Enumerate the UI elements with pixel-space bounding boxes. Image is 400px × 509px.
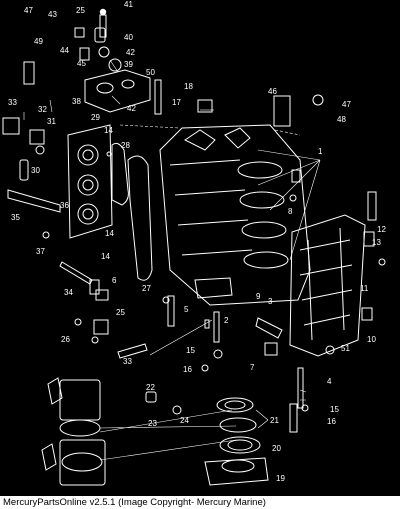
cylinder-block — [159, 124, 311, 306]
callout-50: 50 — [146, 68, 155, 77]
callout-38: 38 — [72, 97, 81, 106]
callout-45: 45 — [77, 59, 86, 68]
callout-33: 33 — [123, 357, 132, 366]
lower-bearing-assembly — [59, 379, 269, 486]
callout-30: 30 — [31, 166, 40, 175]
copyright-footer: MercuryPartsOnline v2.5.1 (Image Copyrig… — [0, 496, 400, 509]
callout-14: 14 — [104, 126, 113, 135]
callout-39: 39 — [124, 60, 133, 69]
callout-18: 18 — [184, 82, 193, 91]
crankcase-half — [289, 214, 366, 357]
leader-lines — [23, 59, 321, 461]
callout-4: 4 — [327, 377, 332, 386]
callout-24: 24 — [180, 416, 189, 425]
callout-43: 43 — [48, 10, 57, 19]
callout-1: 1 — [318, 147, 323, 156]
callout-15: 15 — [186, 346, 195, 355]
callout-17: 17 — [172, 98, 181, 107]
callout-23: 23 — [148, 419, 157, 428]
callout-42: 42 — [126, 48, 135, 57]
callout-14: 14 — [105, 229, 114, 238]
callout-3: 3 — [268, 297, 273, 306]
crankcase-cover-assembly — [74, 8, 151, 113]
callout-47: 47 — [24, 6, 33, 15]
callout-12: 12 — [377, 225, 386, 234]
callout-33: 33 — [8, 98, 17, 107]
callout-37: 37 — [36, 247, 45, 256]
callout-28: 28 — [121, 141, 130, 150]
callout-labels: 47 43 25 41 49 40 44 42 45 39 50 42 38 1… — [8, 0, 386, 483]
callout-47: 47 — [342, 100, 351, 109]
callout-44: 44 — [60, 46, 69, 55]
callout-15: 15 — [330, 405, 339, 414]
callout-48: 48 — [337, 115, 346, 124]
callout-16: 16 — [327, 417, 336, 426]
callout-5: 5 — [184, 305, 189, 314]
callout-41: 41 — [124, 0, 133, 9]
callout-34: 34 — [64, 288, 73, 297]
callout-26: 26 — [61, 335, 70, 344]
callout-20: 20 — [272, 444, 281, 453]
callout-7: 7 — [250, 363, 255, 372]
gasket-28 — [111, 142, 129, 206]
callout-11: 11 — [360, 284, 369, 293]
callout-27: 27 — [142, 284, 151, 293]
callout-29: 29 — [91, 113, 100, 122]
callout-14: 14 — [101, 252, 110, 261]
callout-25: 25 — [76, 6, 85, 15]
callout-40: 40 — [124, 33, 133, 42]
callout-51: 51 — [341, 344, 350, 353]
sealant-tubes — [41, 191, 377, 471]
callout-19: 19 — [276, 474, 285, 483]
callout-22: 22 — [146, 383, 155, 392]
callout-35: 35 — [11, 213, 20, 222]
callout-9: 9 — [256, 292, 261, 301]
callout-16: 16 — [183, 365, 192, 374]
callout-46: 46 — [268, 87, 277, 96]
callout-13: 13 — [372, 238, 381, 247]
callout-6: 6 — [112, 276, 117, 285]
callout-10: 10 — [367, 335, 376, 344]
callout-8: 8 — [288, 207, 293, 216]
callout-42: 42 — [127, 104, 136, 113]
exhaust-cover-plate — [67, 124, 113, 239]
callout-25: 25 — [116, 308, 125, 317]
callout-49: 49 — [34, 37, 43, 46]
callout-32: 32 — [38, 105, 47, 114]
gasket-27 — [127, 155, 153, 281]
callout-21: 21 — [270, 416, 279, 425]
callout-31: 31 — [47, 117, 56, 126]
callout-2: 2 — [224, 316, 229, 325]
callout-36: 36 — [60, 201, 69, 210]
